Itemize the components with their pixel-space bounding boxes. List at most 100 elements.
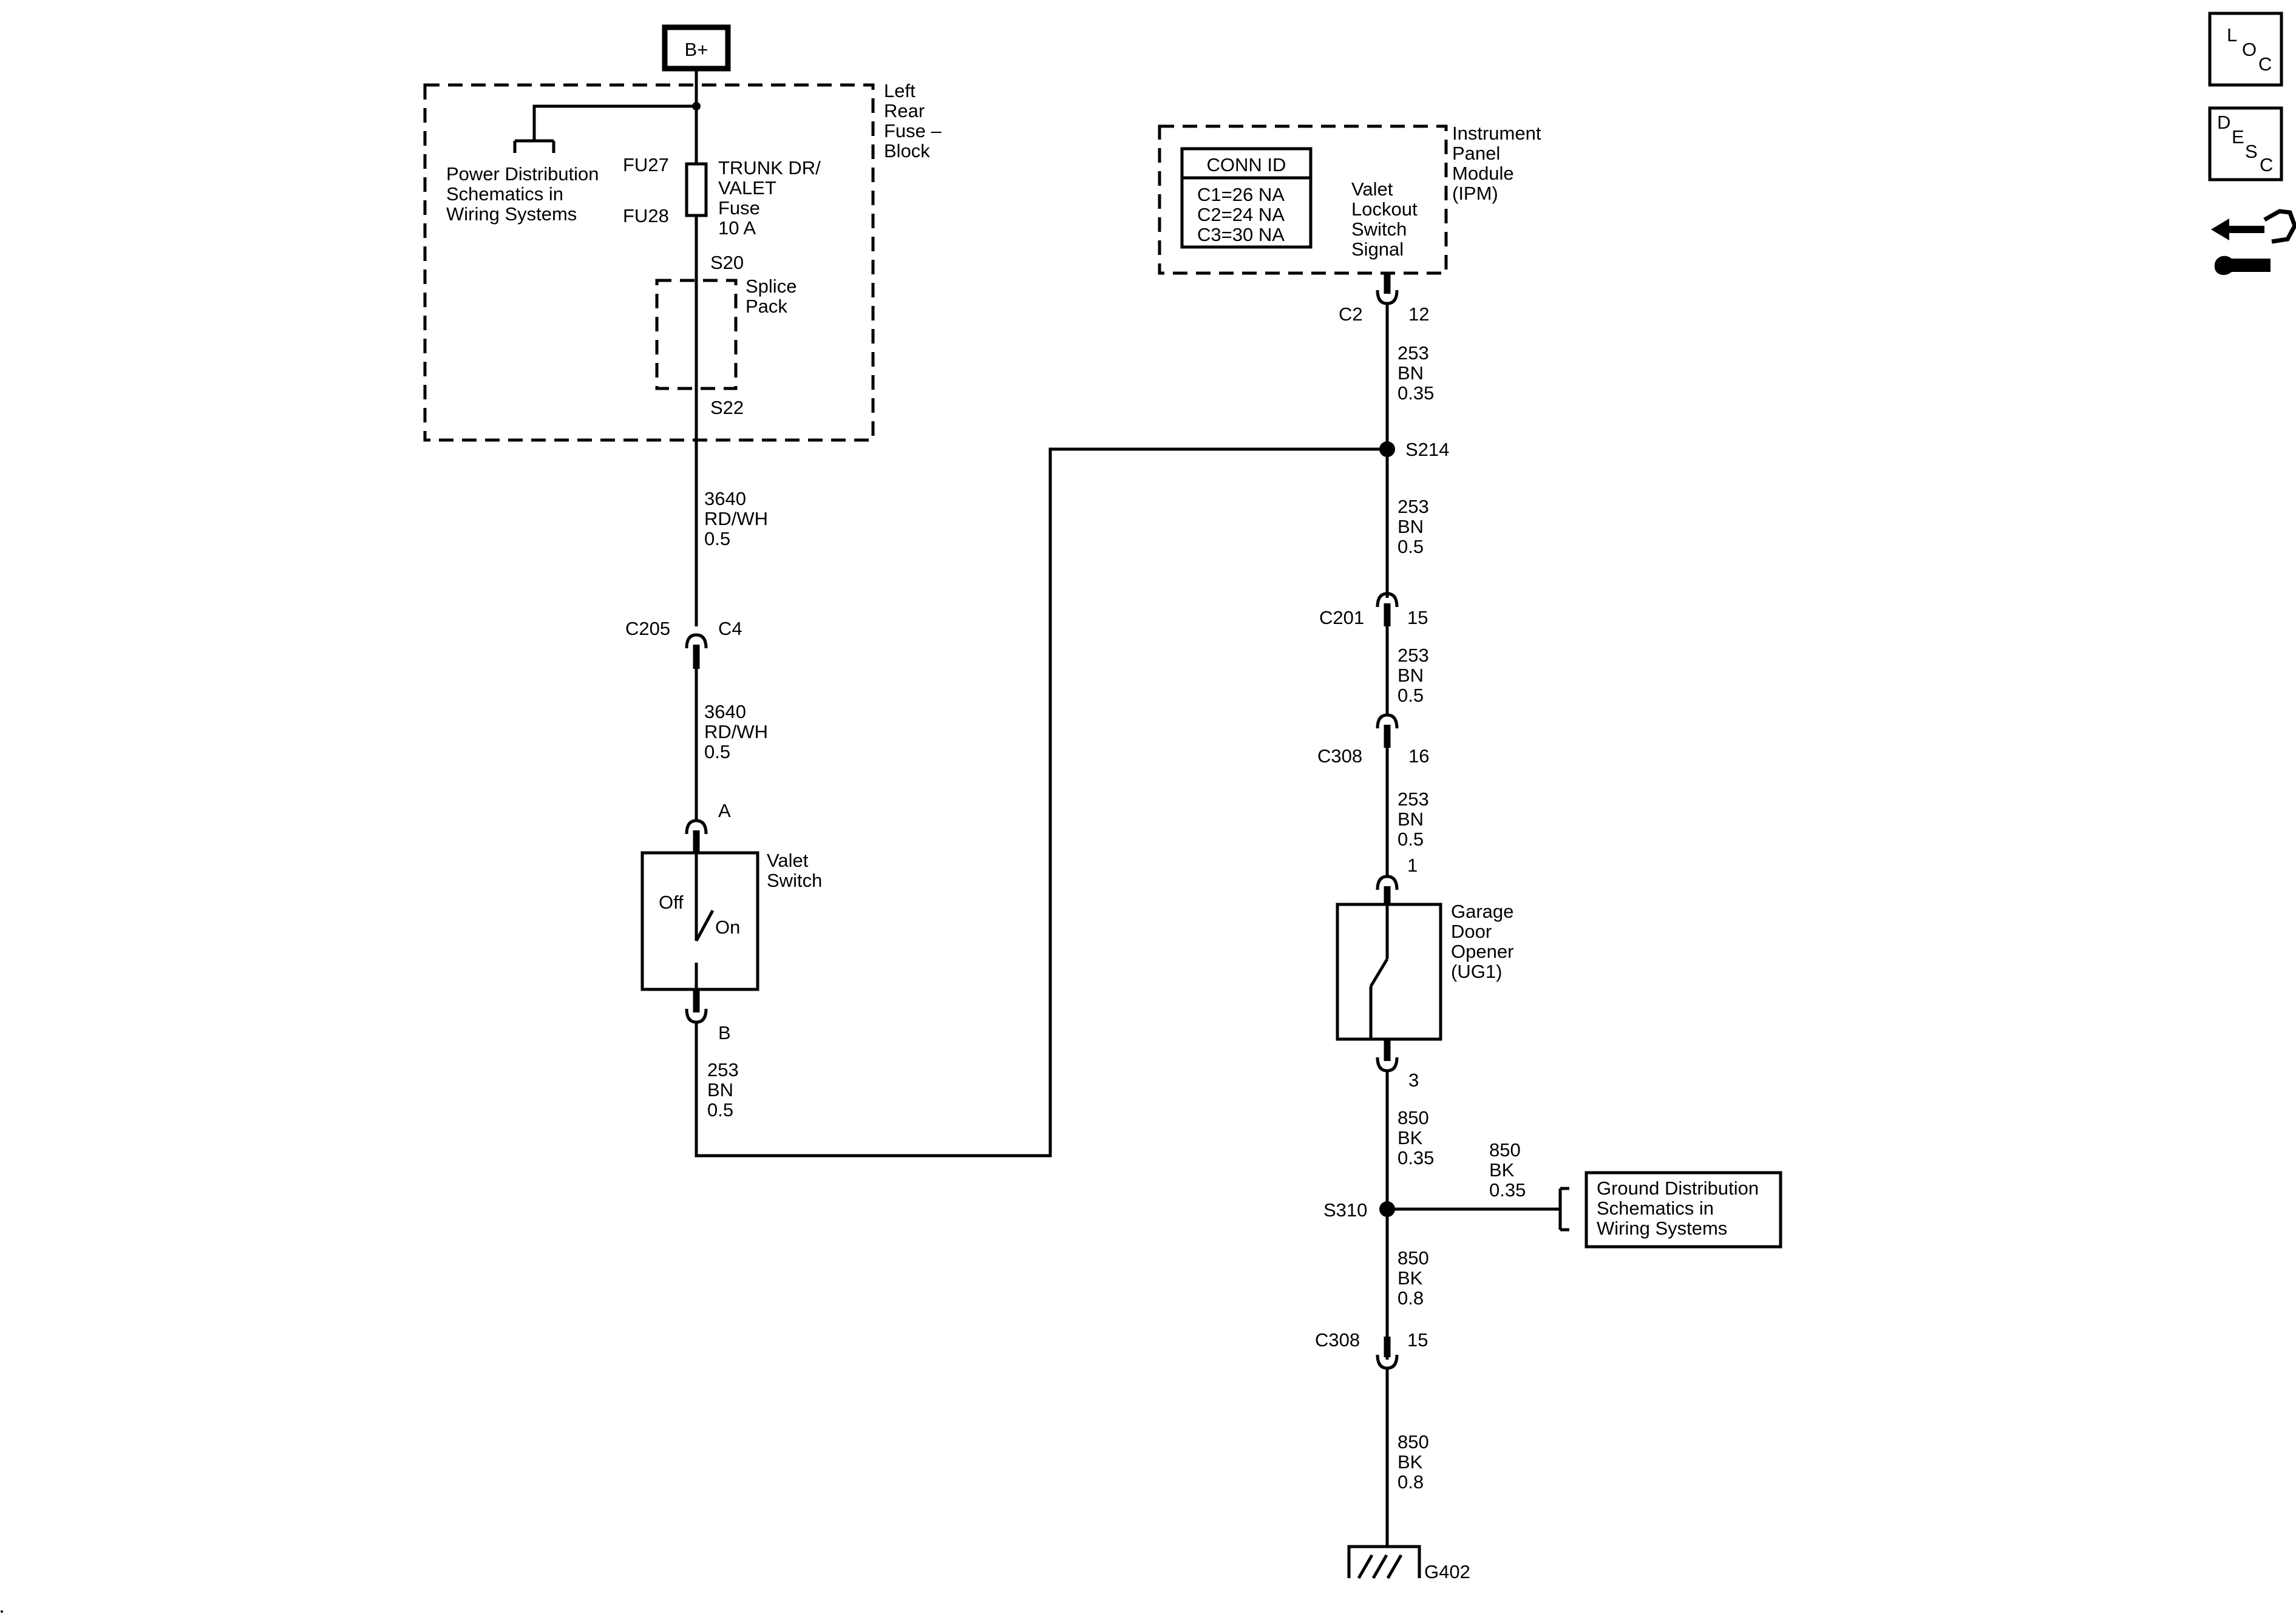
svg-text:Left: Left [884,80,915,101]
desc-letter-d: D [2217,112,2230,133]
wire-253-label-b: 253 BN 0.5 [1398,496,1429,557]
conn-id-c1: C1=26 NA [1197,184,1285,205]
svg-text:Door: Door [1451,921,1492,942]
loc-icon[interactable]: L O C [2208,12,2283,87]
wire-253-label-a: 253 BN 0.35 [1398,342,1434,404]
connector-c308-lower [1376,1337,1399,1370]
svg-text:Schematics in: Schematics in [446,183,563,205]
wire-253-label-d: 253 BN 0.5 [1398,788,1429,850]
svg-text:Fuse –: Fuse – [884,120,942,141]
svg-text:0.5: 0.5 [1398,536,1424,557]
connector-c4-label: C4 [718,618,742,639]
wire-850-label-e: 850 BK 0.35 [1398,1107,1434,1168]
svg-text:RD/WH: RD/WH [704,721,768,742]
fuse-fu27-label: FU27 [623,154,669,175]
desc-letter-c: C [2260,154,2273,175]
svg-text:850: 850 [1398,1431,1429,1453]
svg-text:BN: BN [1398,362,1424,384]
svg-text:3640: 3640 [704,701,746,722]
svg-text:Pack: Pack [746,296,787,317]
svg-text:BN: BN [1398,808,1424,830]
svg-text:850: 850 [1489,1139,1521,1161]
svg-text:Opener: Opener [1451,941,1513,962]
pin-b-label: B [718,1022,731,1043]
corner-mark [1,1610,3,1613]
svg-text:850: 850 [1398,1107,1429,1128]
svg-text:Instrument: Instrument [1452,123,1541,144]
fuse-fu28-label: FU28 [623,205,669,226]
svg-text:Rear: Rear [884,100,925,121]
svg-text:RD/WH: RD/WH [704,508,768,529]
svg-text:BN: BN [1398,665,1424,686]
b-plus-label: B+ [685,39,708,60]
svg-text:3640: 3640 [704,488,746,509]
conn-id-table: CONN ID C1=26 NA C2=24 NA C3=30 NA [1180,147,1313,249]
loc-letter-l: L [2227,24,2237,46]
svg-text:0.8: 0.8 [1398,1287,1424,1309]
svg-text:Panel: Panel [1452,143,1500,164]
connector-c308-upper-label: C308 [1317,745,1362,767]
valet-lockout-signal-label: Valet Lockout Switch Signal [1351,178,1418,260]
svg-text:253: 253 [707,1059,739,1080]
fuse-symbol [685,162,708,217]
connector-c205-label: C205 [625,618,670,639]
garage-door-opener-switch [1369,904,1389,1039]
connector-c201-label: C201 [1319,607,1364,628]
garage-door-opener-label: Garage Door Opener (UG1) [1451,901,1513,982]
ground-branch-wire [1387,1187,1569,1232]
svg-text:VALET: VALET [718,177,776,198]
svg-text:0.35: 0.35 [1489,1179,1526,1201]
wire-850-label-branch: 850 BK 0.35 [1489,1139,1526,1201]
connector-c201-pin: 15 [1407,607,1428,628]
conn-id-c3: C3=30 NA [1197,224,1285,245]
connector-c205 [685,633,708,669]
loc-letter-c: C [2258,53,2272,75]
conn-id-c2: C2=24 NA [1197,204,1285,225]
left-return-wire [695,447,1387,1158]
connector-c2 [1376,273,1399,305]
fuse-description: TRUNK DR/ VALET Fuse 10 A [718,157,821,239]
svg-text:Module: Module [1452,163,1514,184]
desc-icon[interactable]: D E S C [2208,106,2283,181]
svg-text:TRUNK DR/: TRUNK DR/ [718,157,821,178]
garage-door-opener-pin-1: 1 [1407,855,1418,876]
loc-letter-o: O [2242,39,2257,60]
valet-switch-connector-b [685,989,708,1024]
valet-switch-connector-a [685,819,708,853]
svg-text:0.35: 0.35 [1398,382,1434,404]
fuse-block-outline [423,83,875,442]
pin-a-label: A [718,800,731,821]
service-wrench-icon[interactable] [2211,209,2296,276]
ground-distribution-ref-box[interactable] [1584,1171,1782,1249]
svg-text:Switch: Switch [1351,219,1407,240]
valet-switch-box [640,851,759,991]
svg-text:0.5: 0.5 [704,528,730,549]
wire-850-label-g: 850 BK 0.8 [1398,1431,1429,1493]
svg-text:Wiring Systems: Wiring Systems [446,203,577,225]
wire-3640-label-1: 3640 RD/WH 0.5 [704,488,768,549]
svg-text:253: 253 [1398,496,1429,517]
wire-253-label-left: 253 BN 0.5 [707,1059,739,1120]
svg-text:0.5: 0.5 [1398,829,1424,850]
svg-text:Wiring Systems: Wiring Systems [1597,1218,1727,1239]
connector-c308-upper-pin: 16 [1408,745,1429,767]
svg-text:253: 253 [1398,645,1429,666]
svg-text:Fuse: Fuse [718,197,760,219]
ground-g402-icon [1347,1545,1421,1579]
svg-text:Valet: Valet [1351,178,1393,200]
connector-c201 [1376,592,1399,626]
wire-253-label-c: 253 BN 0.5 [1398,645,1429,706]
valet-switch-contact [695,853,715,989]
splice-s310-label: S310 [1323,1199,1367,1221]
svg-text:0.5: 0.5 [1398,685,1424,706]
svg-text:0.35: 0.35 [1398,1147,1434,1168]
svg-text:Signal: Signal [1351,239,1404,260]
svg-text:(IPM): (IPM) [1452,183,1498,204]
svg-text:Block: Block [884,140,930,161]
svg-text:10 A: 10 A [718,217,756,239]
desc-letter-e: E [2232,126,2244,147]
ground-distribution-ref: Ground Distribution Schematics in Wiring… [1597,1178,1759,1239]
connector-c308-lower-pin: 15 [1407,1329,1428,1351]
svg-text:BK: BK [1398,1451,1423,1473]
svg-text:BK: BK [1398,1127,1423,1148]
